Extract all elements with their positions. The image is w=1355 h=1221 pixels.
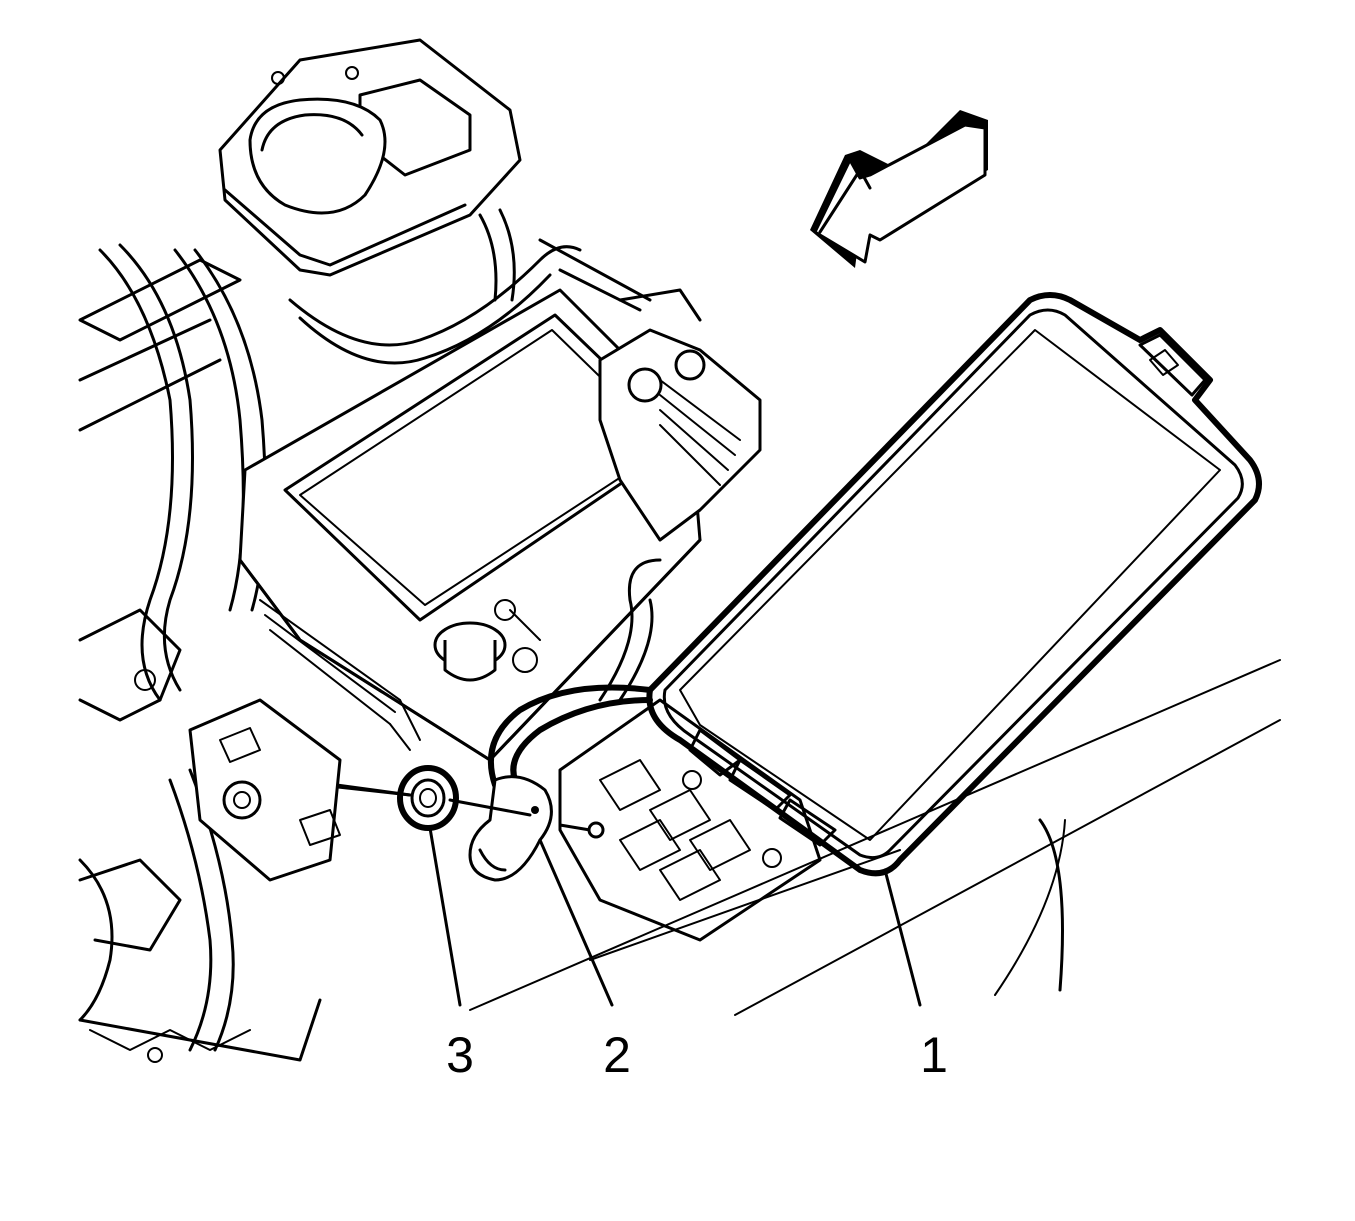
callout-1-label: 1	[920, 1027, 948, 1083]
ground-cable	[468, 684, 653, 882]
battery-terminal-clamp	[598, 288, 762, 702]
underhood-fuse-block	[558, 698, 822, 942]
fuse-block-cover	[646, 292, 1262, 877]
brake-fluid-reservoir	[218, 38, 522, 277]
callout-2-label: 2	[603, 1027, 631, 1083]
mounting-bracket	[188, 698, 342, 882]
nut	[397, 765, 459, 831]
battery	[238, 288, 702, 762]
callout-3-label: 3	[446, 1027, 474, 1083]
leader-lines	[428, 826, 922, 1007]
body-panel	[469, 659, 1281, 1016]
wiring-harness	[78, 208, 652, 1063]
view-direction-arrow	[810, 110, 988, 268]
